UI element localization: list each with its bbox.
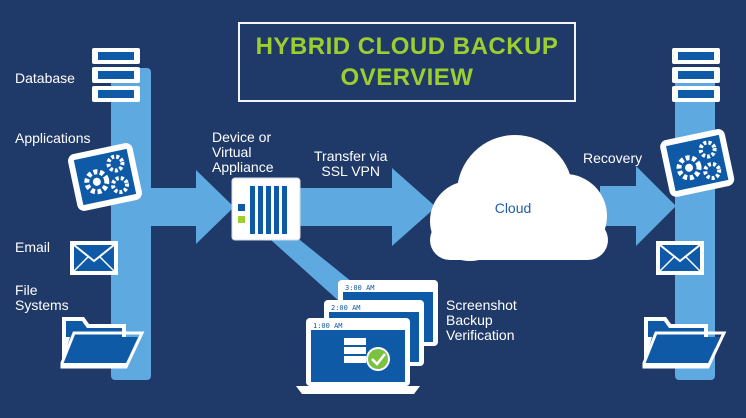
- device-label: Device or Virtual Appliance: [212, 129, 274, 175]
- file-folder-icon: [60, 317, 145, 369]
- cloud-label: Cloud: [495, 200, 532, 216]
- applications-gear-icon: [67, 143, 143, 211]
- recovery-file-folder-icon: [642, 317, 727, 369]
- database-label: Database: [15, 70, 75, 86]
- verification-laptops: 3:00 AM 2:00 AM 1:00 AM: [296, 280, 438, 394]
- file-systems-label: File Systems: [15, 282, 69, 313]
- email-envelope-icon: [70, 241, 118, 275]
- email-label: Email: [15, 239, 51, 255]
- arrow-to-verification: [262, 232, 362, 302]
- recovery-email-envelope-icon: [656, 241, 704, 275]
- title-line-2: OVERVIEW: [340, 64, 474, 91]
- time-label-3am: 3:00 AM: [345, 284, 375, 292]
- time-label-1am: 1:00 AM: [313, 322, 343, 330]
- transfer-label: Transfer via SSL VPN: [314, 148, 388, 179]
- laptop-1am: 1:00 AM: [296, 318, 420, 394]
- page-title: HYBRID CLOUD BACKUP OVERVIEW: [238, 22, 576, 102]
- arrow-to-device: [151, 170, 234, 244]
- verification-label: Screenshot Backup Verification: [446, 297, 517, 343]
- database-server-icon: [92, 48, 140, 102]
- appliance-icon: [231, 177, 301, 241]
- title-line-1: HYBRID CLOUD BACKUP: [255, 33, 559, 60]
- recovery-applications-gear-icon: [660, 129, 735, 197]
- recovery-label: Recovery: [583, 150, 643, 166]
- arrow-to-recovery: [600, 166, 676, 246]
- arrow-to-cloud: [298, 168, 436, 246]
- time-label-2am: 2:00 AM: [331, 304, 361, 312]
- applications-label: Applications: [15, 130, 91, 146]
- cloud-icon: [430, 135, 608, 261]
- recovery-database-server-icon: [672, 48, 720, 102]
